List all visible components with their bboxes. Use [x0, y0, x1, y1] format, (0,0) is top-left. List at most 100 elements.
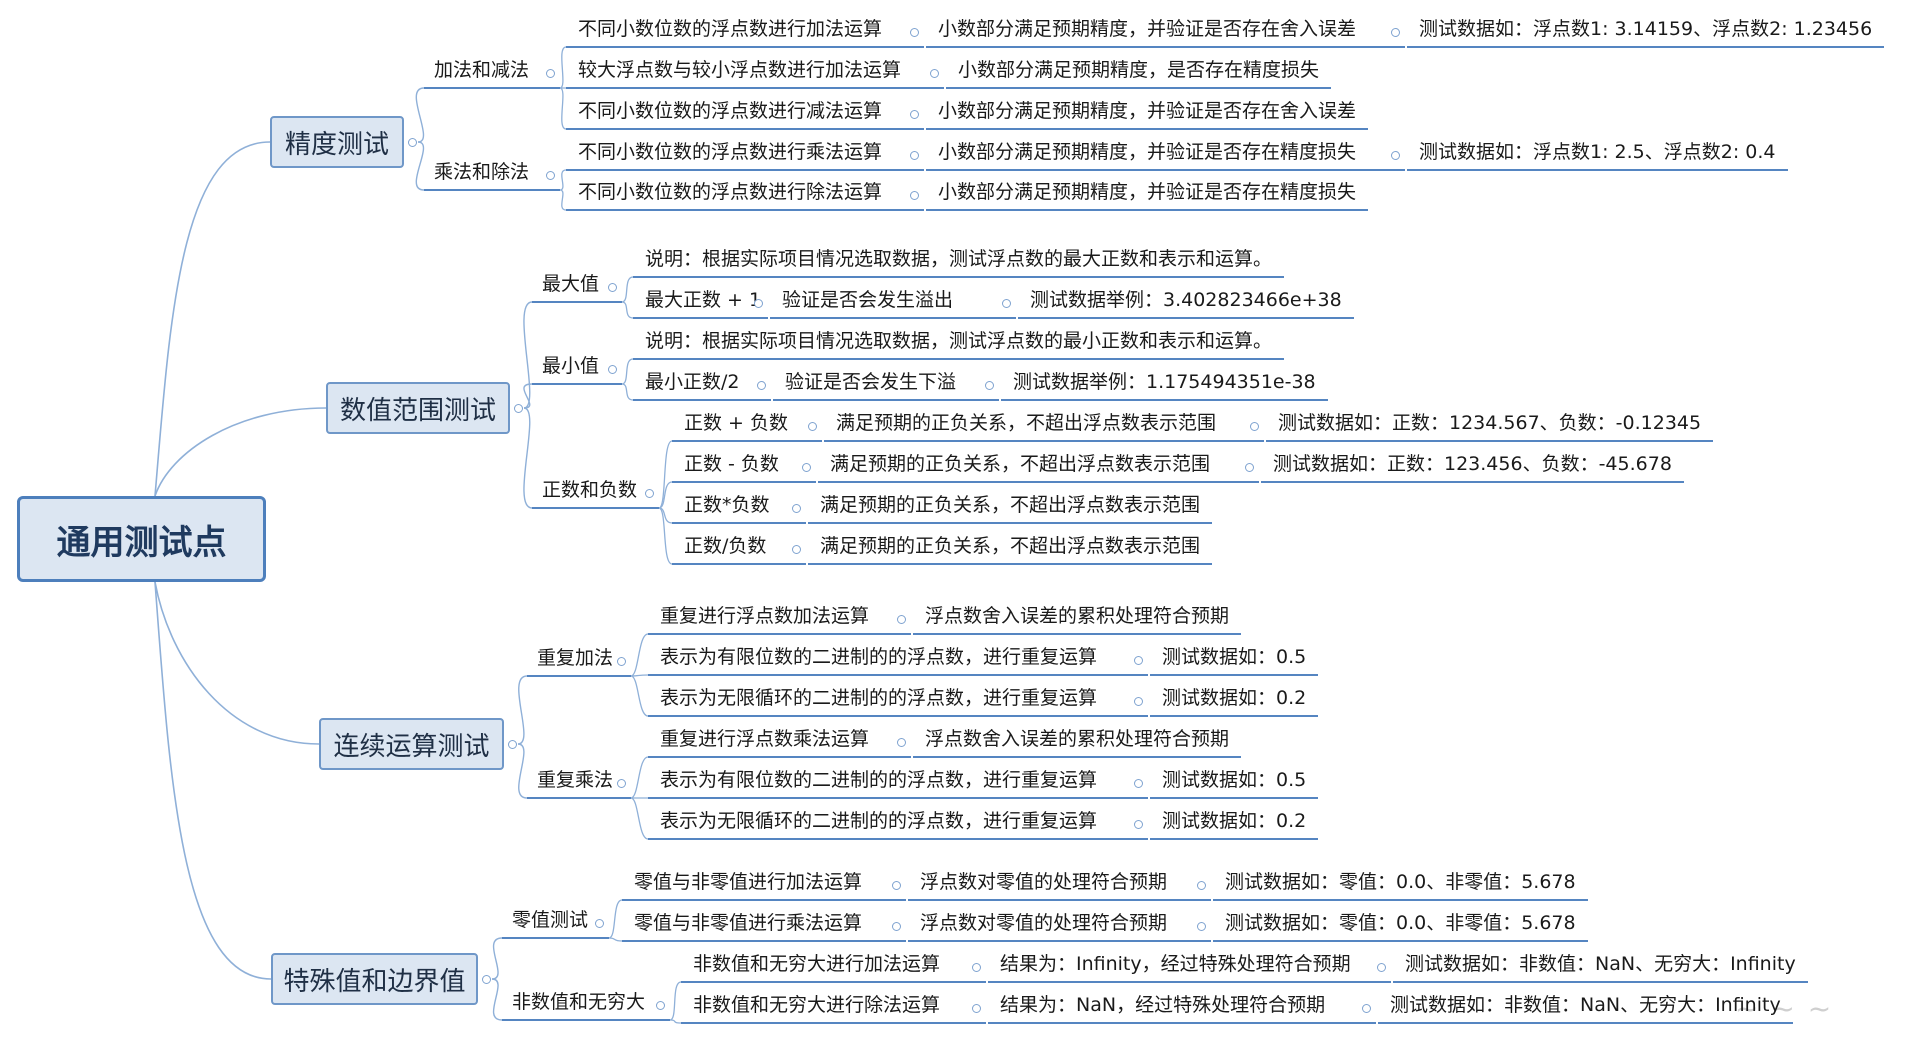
- leaf-text[interactable]: 重复进行浮点数乘法运算: [660, 728, 870, 750]
- collapse-toggle-icon[interactable]: [546, 69, 555, 78]
- group-label[interactable]: 非数值和无穷大: [512, 991, 646, 1013]
- group-label[interactable]: 重复加法: [537, 647, 614, 669]
- leaf-text[interactable]: 小数部分满足预期精度，并验证是否存在舍入误差: [938, 18, 1357, 40]
- leaf-text[interactable]: 结果为：Infinity，经过特殊处理符合预期: [1000, 953, 1351, 975]
- leaf-text[interactable]: 验证是否会发生溢出: [782, 289, 954, 311]
- leaf-text[interactable]: 说明：根据实际项目情况选取数据，测试浮点数的最小正数和表示和运算。: [645, 330, 1273, 352]
- connector-dot-icon[interactable]: [1134, 697, 1143, 706]
- root-node[interactable]: 通用测试点: [17, 496, 266, 582]
- group-label[interactable]: 零值测试: [512, 909, 589, 931]
- collapse-toggle-icon[interactable]: [617, 657, 626, 666]
- collapse-toggle-icon[interactable]: [608, 365, 617, 374]
- leaf-text[interactable]: 满足预期的正负关系，不超出浮点数表示范围: [820, 494, 1201, 516]
- leaf-text[interactable]: 测试数据如：零值：0.0、非零值：5.678: [1225, 871, 1576, 893]
- connector-dot-icon[interactable]: [897, 738, 906, 747]
- leaf-text[interactable]: 不同小数位数的浮点数进行乘法运算: [578, 141, 883, 163]
- leaf-text[interactable]: 零值与非零值进行加法运算: [634, 871, 863, 893]
- connector-dot-icon[interactable]: [892, 922, 901, 931]
- leaf-text[interactable]: 满足预期的正负关系，不超出浮点数表示范围: [836, 412, 1217, 434]
- group-label[interactable]: 重复乘法: [537, 769, 614, 791]
- collapse-toggle-icon[interactable]: [546, 171, 555, 180]
- connector-dot-icon[interactable]: [757, 381, 766, 390]
- leaf-text[interactable]: 不同小数位数的浮点数进行减法运算: [578, 100, 883, 122]
- connector-dot-icon[interactable]: [1002, 299, 1011, 308]
- connector-dot-icon[interactable]: [802, 463, 811, 472]
- leaf-text[interactable]: 测试数据如：正数：123.456、负数：-45.678: [1273, 453, 1672, 475]
- group-label[interactable]: 乘法和除法: [434, 161, 530, 183]
- connector-dot-icon[interactable]: [985, 381, 994, 390]
- connector-dot-icon[interactable]: [910, 151, 919, 160]
- collapse-toggle-icon[interactable]: [645, 489, 654, 498]
- leaf-text[interactable]: 测试数据如：0.5: [1162, 769, 1307, 791]
- leaf-text[interactable]: 小数部分满足预期精度，并验证是否存在精度损失: [938, 141, 1357, 163]
- leaf-text[interactable]: 表示为无限循环的二进制的的浮点数，进行重复运算: [660, 810, 1098, 832]
- leaf-text[interactable]: 正数 + 负数: [684, 412, 788, 434]
- collapse-toggle-icon[interactable]: [482, 975, 491, 984]
- leaf-text[interactable]: 浮点数对零值的处理符合预期: [920, 912, 1168, 934]
- branch-node-1[interactable]: 精度测试: [270, 116, 404, 168]
- connector-dot-icon[interactable]: [1197, 881, 1206, 890]
- leaf-text[interactable]: 说明：根据实际项目情况选取数据，测试浮点数的最大正数和表示和运算。: [645, 248, 1273, 270]
- leaf-text[interactable]: 表示为有限位数的二进制的的浮点数，进行重复运算: [660, 769, 1098, 791]
- leaf-text[interactable]: 不同小数位数的浮点数进行除法运算: [578, 181, 883, 203]
- leaf-text[interactable]: 测试数据举例：1.175494351e-38: [1013, 371, 1316, 393]
- leaf-text[interactable]: 正数 - 负数: [684, 453, 779, 475]
- connector-dot-icon[interactable]: [1245, 463, 1254, 472]
- leaf-text[interactable]: 小数部分满足预期精度，并验证是否存在舍入误差: [938, 100, 1357, 122]
- leaf-text[interactable]: 测试数据举例：3.402823466e+38: [1030, 289, 1342, 311]
- leaf-text[interactable]: 测试数据如：零值：0.0、非零值：5.678: [1225, 912, 1576, 934]
- leaf-text[interactable]: 满足预期的正负关系，不超出浮点数表示范围: [820, 535, 1201, 557]
- leaf-text[interactable]: 满足预期的正负关系，不超出浮点数表示范围: [830, 453, 1211, 475]
- collapse-toggle-icon[interactable]: [656, 1001, 665, 1010]
- connector-dot-icon[interactable]: [897, 615, 906, 624]
- connector-dot-icon[interactable]: [910, 110, 919, 119]
- leaf-text[interactable]: 非数值和无穷大进行加法运算: [693, 953, 941, 975]
- connector-dot-icon[interactable]: [1391, 28, 1400, 37]
- leaf-text[interactable]: 重复进行浮点数加法运算: [660, 605, 870, 627]
- group-label[interactable]: 正数和负数: [542, 479, 638, 501]
- leaf-text[interactable]: 正数*负数: [684, 494, 770, 516]
- collapse-toggle-icon[interactable]: [617, 779, 626, 788]
- connector-dot-icon[interactable]: [1134, 779, 1143, 788]
- connector-dot-icon[interactable]: [792, 504, 801, 513]
- leaf-text[interactable]: 浮点数舍入误差的累积处理符合预期: [925, 728, 1230, 750]
- connector-dot-icon[interactable]: [1362, 1004, 1371, 1013]
- connector-dot-icon[interactable]: [1391, 151, 1400, 160]
- leaf-text[interactable]: 小数部分满足预期精度，并验证是否存在精度损失: [938, 181, 1357, 203]
- leaf-text[interactable]: 验证是否会发生下溢: [785, 371, 957, 393]
- group-label[interactable]: 加法和减法: [434, 59, 530, 81]
- connector-dot-icon[interactable]: [1134, 820, 1143, 829]
- connector-dot-icon[interactable]: [1250, 422, 1259, 431]
- leaf-text[interactable]: 最小正数/2: [645, 371, 740, 393]
- leaf-text[interactable]: 最大正数 + 1: [645, 289, 762, 311]
- leaf-text[interactable]: 表示为无限循环的二进制的的浮点数，进行重复运算: [660, 687, 1098, 709]
- leaf-text[interactable]: 较大浮点数与较小浮点数进行加法运算: [578, 59, 902, 81]
- connector-dot-icon[interactable]: [1134, 656, 1143, 665]
- connector-dot-icon[interactable]: [910, 28, 919, 37]
- leaf-text[interactable]: 测试数据如：非数值：NaN、无穷大：Infinity: [1390, 994, 1781, 1016]
- leaf-text[interactable]: 浮点数对零值的处理符合预期: [920, 871, 1168, 893]
- connector-dot-icon[interactable]: [910, 191, 919, 200]
- collapse-toggle-icon[interactable]: [608, 283, 617, 292]
- leaf-text[interactable]: 结果为：NaN，经过特殊处理符合预期: [1000, 994, 1326, 1016]
- connector-dot-icon[interactable]: [972, 1004, 981, 1013]
- connector-dot-icon[interactable]: [972, 963, 981, 972]
- collapse-toggle-icon[interactable]: [595, 919, 604, 928]
- leaf-text[interactable]: 正数/负数: [684, 535, 767, 557]
- group-label[interactable]: 最大值: [542, 273, 600, 295]
- branch-node-3[interactable]: 连续运算测试: [319, 718, 504, 770]
- leaf-text[interactable]: 测试数据如：非数值：NaN、无穷大：Infinity: [1405, 953, 1796, 975]
- leaf-text[interactable]: 测试数据如：0.2: [1162, 810, 1307, 832]
- connector-dot-icon[interactable]: [930, 69, 939, 78]
- leaf-text[interactable]: 表示为有限位数的二进制的的浮点数，进行重复运算: [660, 646, 1098, 668]
- connector-dot-icon[interactable]: [754, 299, 763, 308]
- group-label[interactable]: 最小值: [542, 355, 600, 377]
- collapse-toggle-icon[interactable]: [508, 740, 517, 749]
- connector-dot-icon[interactable]: [1197, 922, 1206, 931]
- leaf-text[interactable]: 非数值和无穷大进行除法运算: [693, 994, 941, 1016]
- leaf-text[interactable]: 零值与非零值进行乘法运算: [634, 912, 863, 934]
- collapse-toggle-icon[interactable]: [514, 404, 523, 413]
- leaf-text[interactable]: 浮点数舍入误差的累积处理符合预期: [925, 605, 1230, 627]
- connector-dot-icon[interactable]: [892, 881, 901, 890]
- branch-node-2[interactable]: 数值范围测试: [326, 382, 510, 434]
